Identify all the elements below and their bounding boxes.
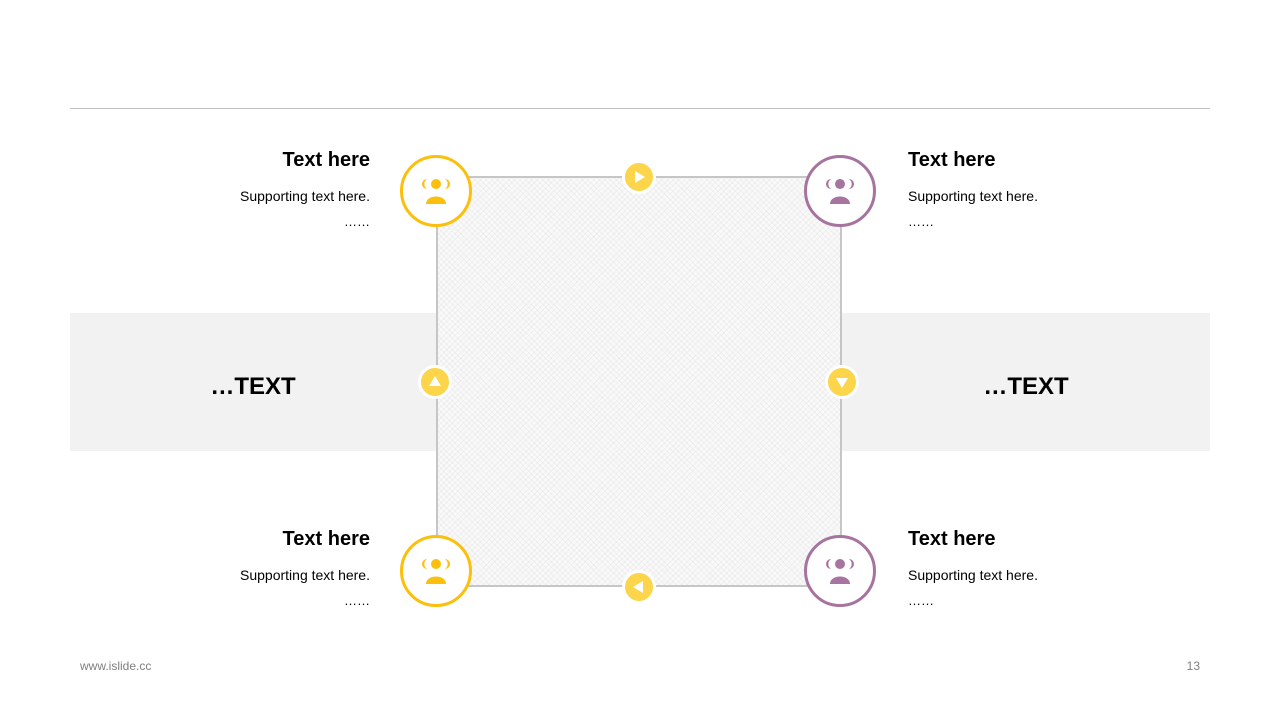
block-ellipsis: …… bbox=[908, 593, 934, 608]
block-text: Supporting text here. bbox=[908, 188, 1038, 204]
top-divider bbox=[70, 108, 1210, 109]
user-group-icon bbox=[422, 179, 450, 204]
band-left-label: …TEXT bbox=[210, 373, 296, 400]
user-group-icon bbox=[826, 559, 854, 584]
text-block-top-left: Text here Supporting text here. …… bbox=[170, 148, 370, 230]
block-ellipsis: …… bbox=[344, 593, 370, 608]
user-group-icon bbox=[422, 559, 450, 584]
user-group-icon bbox=[826, 179, 854, 204]
band-right-label: …TEXT bbox=[983, 373, 1069, 400]
block-title: Text here bbox=[282, 528, 370, 550]
cycle-frame bbox=[436, 176, 842, 587]
arrow-down-icon bbox=[836, 378, 848, 388]
block-ellipsis: …… bbox=[908, 214, 934, 229]
block-text: Supporting text here. bbox=[240, 567, 370, 583]
text-block-bottom-right: Text here Supporting text here. …… bbox=[908, 527, 1128, 609]
block-title: Text here bbox=[282, 149, 370, 171]
footer-website[interactable]: www.islide.cc bbox=[80, 659, 152, 673]
arrow-right-badge bbox=[622, 160, 656, 194]
node-bottom-right bbox=[804, 535, 876, 607]
block-ellipsis: …… bbox=[344, 214, 370, 229]
text-block-bottom-left: Text here Supporting text here. …… bbox=[170, 527, 370, 609]
block-title: Text here bbox=[908, 149, 996, 171]
arrow-left-badge bbox=[622, 570, 656, 604]
block-title: Text here bbox=[908, 528, 996, 550]
text-block-top-right: Text here Supporting text here. …… bbox=[908, 148, 1128, 230]
arrow-right-icon bbox=[635, 171, 645, 183]
node-bottom-left bbox=[400, 535, 472, 607]
block-text: Supporting text here. bbox=[908, 567, 1038, 583]
node-top-right bbox=[804, 155, 876, 227]
arrow-down-badge bbox=[825, 365, 859, 399]
node-top-left bbox=[400, 155, 472, 227]
page-number: 13 bbox=[1186, 659, 1200, 673]
arrow-up-badge bbox=[418, 365, 452, 399]
block-text: Supporting text here. bbox=[240, 188, 370, 204]
arrow-up-icon bbox=[429, 376, 441, 386]
arrow-left-icon bbox=[633, 581, 643, 593]
